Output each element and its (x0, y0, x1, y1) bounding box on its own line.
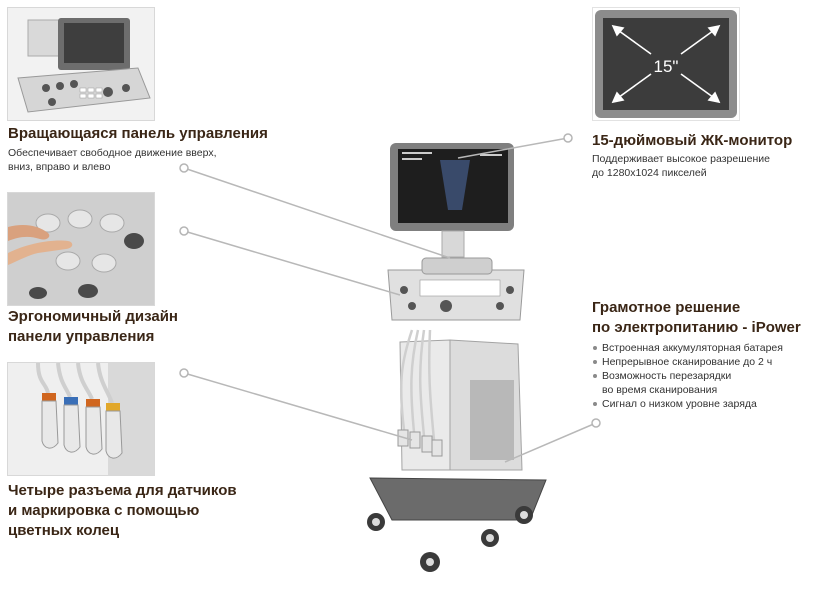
machine-monitor (390, 143, 514, 231)
monitor-desc-1: Поддерживает высокое разрешение (592, 153, 770, 165)
callout-dot-power (591, 418, 601, 428)
power-bullet-list: Встроенная аккумуляторная батарея Непрер… (592, 341, 783, 411)
power-title-2: по электропитанию - iPower (592, 319, 801, 336)
callout-line-ergonomic (183, 230, 401, 296)
callout-dot-ergonomic (179, 226, 189, 236)
ergonomic-title-2: панели управления (8, 328, 155, 345)
callout-line-power (504, 422, 597, 463)
connectors-title-3: цветных колец (8, 522, 120, 539)
rotating-panel-desc-2: вниз, вправо и влево (8, 161, 111, 173)
power-bullet-continuation: во время сканирования (602, 384, 718, 396)
monitor-size-label: 15" (654, 57, 679, 76)
connectors-title-2: и маркировка с помощью (8, 502, 200, 519)
rotating-panel-image (7, 7, 155, 121)
callout-dot-rotating (179, 163, 189, 173)
power-title-1: Грамотное решение (592, 299, 741, 316)
connectors-image (7, 362, 155, 476)
monitor-title: 15-дюймовый ЖК-монитор (592, 132, 793, 149)
callout-dot-connectors (179, 368, 189, 378)
ergonomic-panel-image (7, 192, 155, 306)
monitor-image: 15" (592, 7, 740, 121)
callout-line-monitor (457, 137, 569, 159)
monitor-desc-2: до 1280х1024 пикселей (592, 167, 707, 179)
rotating-panel-title: Вращающаяся панель управления (8, 125, 268, 142)
power-bullet: Сигнал о низком уровне заряда (592, 397, 783, 411)
ergonomic-title-1: Эргономичный дизайн (8, 308, 178, 325)
power-bullet: Возможность перезарядки (592, 369, 783, 383)
callout-line-connectors (183, 372, 413, 441)
power-bullet: Непрерывное сканирование до 2 ч (592, 355, 783, 369)
callout-dot-monitor (563, 133, 573, 143)
power-bullet: Встроенная аккумуляторная батарея (592, 341, 783, 355)
callout-line-rotating (183, 167, 451, 259)
rotating-panel-desc-1: Обеспечивает свободное движение вверх, (8, 147, 217, 159)
connectors-title-1: Четыре разъема для датчиков (8, 482, 237, 499)
